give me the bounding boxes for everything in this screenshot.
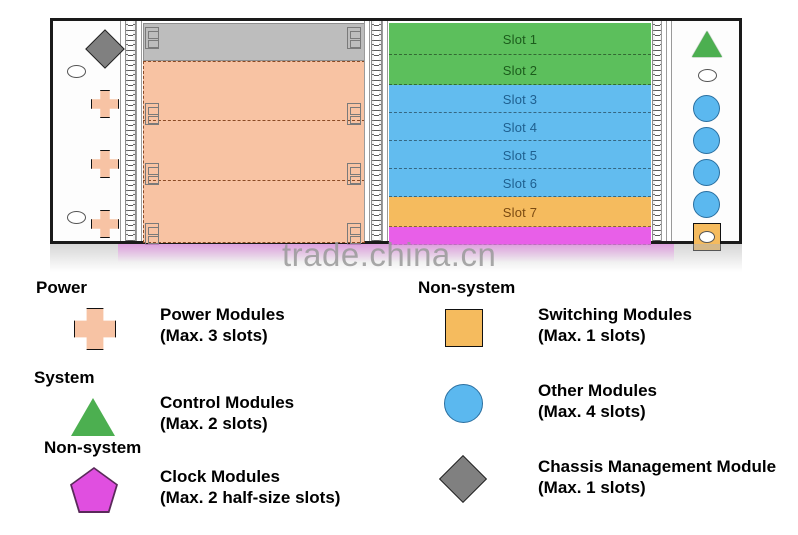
legend-item-detail: (Max. 2 slots) <box>160 414 268 433</box>
connector-tab <box>347 27 361 49</box>
legend-item-detail: (Max. 4 slots) <box>538 402 646 421</box>
pentagon-icon <box>68 464 118 514</box>
other-module-circle-icon-1 <box>693 95 720 122</box>
legend-item-detail: (Max. 1 slots) <box>538 326 646 345</box>
power-module-cross-icon-1 <box>91 90 119 118</box>
control-module-triangle-icon <box>692 31 722 57</box>
slot-row: Slot 6 <box>389 169 651 197</box>
other-module-circle-icon-2 <box>693 127 720 154</box>
legend-item-title: Power Modules <box>160 305 285 324</box>
slot-label: Slot 5 <box>502 147 538 163</box>
chassis-body: Slot 1 Slot 2 Slot 3 Slot 4 Slot 5 Slot 6 Slot… <box>121 21 707 245</box>
square-icon <box>438 302 488 352</box>
slot-row: Slot 4 <box>389 113 651 141</box>
right-rack-ear <box>671 21 739 251</box>
vertical-rail-mid <box>371 21 382 241</box>
vertical-rail-mid-thin-b <box>382 21 388 241</box>
chassis-reflection-color <box>118 244 674 270</box>
other-module-circle-icon-3 <box>693 159 720 186</box>
legend-group-heading-power: Power <box>36 278 88 297</box>
connector-tab <box>145 223 159 245</box>
chassis-reflection <box>50 244 742 272</box>
legend-item-detail: (Max. 1 slots) <box>538 478 646 497</box>
watermark-text: trade.china.cn <box>282 236 497 273</box>
connector-tab <box>347 103 361 125</box>
legend: Power Power Modules (Max. 3 slots) Syste… <box>0 272 798 535</box>
slot-row: Slot 7 <box>389 197 651 227</box>
slot-row: Slot 5 <box>389 141 651 169</box>
legend-item-text: Chassis Management Module (Max. 1 slots) <box>538 456 776 498</box>
left-rack-ear <box>53 21 125 241</box>
legend-item-title: Switching Modules <box>538 305 692 324</box>
legend-item-detail: (Max. 3 slots) <box>160 326 268 345</box>
slot-row: Slot 1 <box>389 23 651 55</box>
mount-hole-left-bottom <box>67 211 86 224</box>
slot-label: Slot 4 <box>502 119 538 135</box>
legend-item-title: Control Modules <box>160 393 295 412</box>
legend-item-text: Power Modules (Max. 3 slots) <box>160 304 285 346</box>
chassis-diagram: Slot 1 Slot 2 Slot 3 Slot 4 Slot 5 Slot 6 Slot… <box>50 18 742 273</box>
slot-label: Slot 3 <box>502 91 538 107</box>
connector-tab <box>145 27 159 49</box>
triangle-icon <box>68 390 118 440</box>
legend-group-heading-system: System <box>34 368 95 387</box>
mount-hole-left-top <box>67 65 86 78</box>
vertical-rail-left <box>125 21 136 241</box>
legend-group-heading-non-system-left: Non-system <box>44 438 142 457</box>
power-module-zone <box>143 61 365 243</box>
vertical-rail-left-thin <box>136 21 142 241</box>
slot-label: Slot 1 <box>502 31 538 47</box>
legend-item-title: Other Modules <box>538 381 658 400</box>
legend-item-title: Chassis Management Module <box>538 457 777 476</box>
legend-item-detail: (Max. 2 half-size slots) <box>160 488 341 507</box>
connector-tab <box>145 103 159 125</box>
slot-row: Slot 3 <box>389 85 651 113</box>
slot-label: Slot 2 <box>502 62 538 78</box>
legend-group-heading-non-system-right: Non-system <box>418 278 516 297</box>
power-slot-1 <box>143 61 365 121</box>
slot-label: Slot 7 <box>502 204 538 220</box>
mount-hole-right-bottom <box>699 231 715 243</box>
mount-hole-right-top <box>698 69 717 82</box>
diamond-icon <box>438 454 488 504</box>
legend-item-text: Clock Modules (Max. 2 half-size slots) <box>160 466 340 508</box>
vertical-rail-mid-thin-a <box>364 21 370 241</box>
chassis-top-gray-band <box>143 23 365 61</box>
legend-item-text: Other Modules (Max. 4 slots) <box>538 380 657 422</box>
legend-item-title: Clock Modules <box>160 467 280 486</box>
slot-row: Slot 2 <box>389 55 651 85</box>
vertical-rail-right-thin <box>661 21 667 241</box>
cross-icon <box>68 302 118 352</box>
legend-item-text: Control Modules (Max. 2 slots) <box>160 392 294 434</box>
power-module-cross-icon-2 <box>91 150 119 178</box>
power-slot-2 <box>143 121 365 181</box>
connector-tab <box>145 163 159 185</box>
other-module-circle-icon-4 <box>693 191 720 218</box>
circle-icon <box>438 378 488 428</box>
chassis-management-diamond-icon <box>85 29 125 69</box>
legend-item-text: Switching Modules (Max. 1 slots) <box>538 304 692 346</box>
slot-stack: Slot 1 Slot 2 Slot 3 Slot 4 Slot 5 Slot 6 Slot… <box>389 23 651 245</box>
power-module-cross-icon-3 <box>91 210 119 238</box>
connector-tab <box>347 163 361 185</box>
slot-label: Slot 6 <box>502 175 538 191</box>
rack-chassis-outline: Slot 1 Slot 2 Slot 3 Slot 4 Slot 5 Slot 6 Slot… <box>50 18 742 251</box>
